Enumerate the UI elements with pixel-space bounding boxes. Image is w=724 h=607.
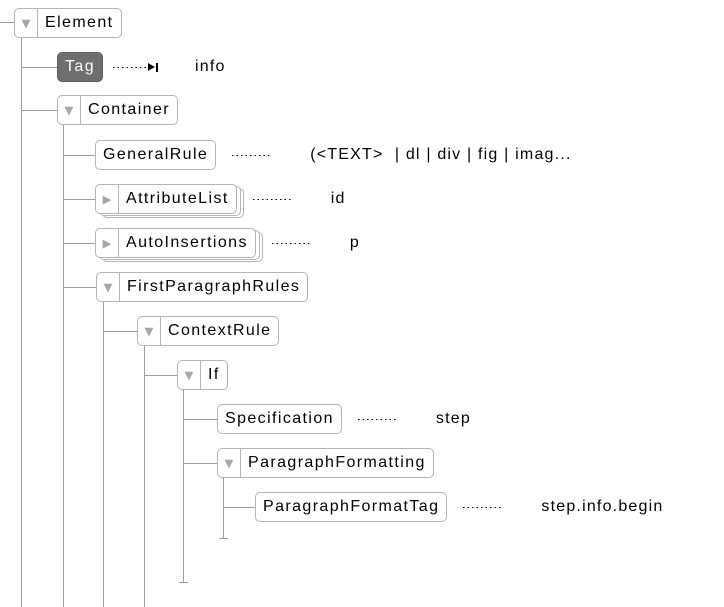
tree-connector [183, 463, 217, 464]
node-annotation: info [195, 58, 226, 75]
tree-connector [144, 375, 177, 376]
tree-node-container[interactable]: ▼ Container [57, 95, 178, 125]
annotation-leader-line [252, 198, 293, 200]
annotation-leader-line [232, 154, 273, 156]
tree-connector [63, 199, 95, 200]
tree-row: ▼ If [177, 360, 228, 390]
annotation-leader-line [271, 242, 312, 244]
triangle-down-icon[interactable]: ▼ [15, 9, 38, 37]
tree-connector [21, 67, 57, 68]
node-label: ParagraphFormatting [248, 454, 426, 471]
tree-connector [63, 155, 95, 156]
tree-connector [103, 331, 137, 332]
node-label: FirstParagraphRules [127, 278, 301, 295]
tree-node-firstparagraphrules[interactable]: ▼ FirstParagraphRules [96, 272, 309, 302]
tree-row: Tag info [57, 52, 226, 82]
tree-row: ▼ FirstParagraphRules [96, 272, 309, 302]
link-arrow-bar-icon [156, 62, 158, 72]
node-label: ContextRule [168, 322, 272, 339]
node-label: Tag [65, 58, 95, 75]
tree-branch-end-tick [179, 582, 188, 583]
node-label: Specification [225, 410, 334, 427]
tree-row: ▼ ContextRule [137, 316, 280, 346]
node-label: Container [88, 101, 170, 118]
node-annotation: p [349, 234, 360, 251]
triangle-down-icon[interactable]: ▼ [58, 96, 81, 124]
triangle-down-icon[interactable]: ▼ [97, 273, 120, 301]
node-label: ParagraphFormatTag [263, 498, 440, 515]
tree-connector [223, 507, 255, 508]
tree-branch-end-tick [219, 538, 228, 539]
tree-branch-line [63, 125, 64, 607]
tree-row: ▶ AutoInsertions p [95, 228, 360, 262]
tree-connector [0, 22, 14, 23]
tree-node-generalrule[interactable]: GeneralRule [95, 140, 217, 170]
tree-row: Specification step [217, 404, 471, 434]
tree-row: GeneralRule (<TEXT> | dl | div | fig | i… [95, 140, 572, 170]
triangle-down-icon[interactable]: ▼ [218, 449, 241, 477]
triangle-right-icon[interactable]: ▶ [96, 229, 119, 257]
tree-node-paragraphformatting[interactable]: ▼ ParagraphFormatting [217, 448, 434, 478]
node-annotation: step.info.begin [541, 498, 664, 515]
link-arrow-icon [148, 63, 155, 71]
tree-connector [183, 419, 217, 420]
tree-branch-line [144, 346, 145, 607]
tree-branch-line [103, 302, 104, 607]
tree-branch-line [21, 38, 22, 607]
tree-row: ParagraphFormatTag step.info.begin [255, 492, 663, 522]
tree-branch-line [223, 478, 224, 538]
tree-row: ▼ ParagraphFormatting [217, 448, 434, 478]
annotation-leader-line [113, 66, 147, 68]
tree-node-contextrule[interactable]: ▼ ContextRule [137, 316, 280, 346]
node-label: If [208, 366, 220, 383]
tree-row: ▼ Element [14, 8, 122, 38]
tree-node-tag[interactable]: Tag [57, 52, 103, 82]
tree-row: ▼ Container [57, 95, 178, 125]
tree-row: ▶ AttributeList id [95, 184, 346, 218]
tree-connector [63, 287, 96, 288]
tree-node-paragraphformattag[interactable]: ParagraphFormatTag [255, 492, 448, 522]
annotation-leader-line [357, 418, 398, 420]
node-annotation: id [330, 190, 346, 207]
tree-node-attributelist[interactable]: ▶ AttributeList [95, 184, 237, 214]
node-annotation: step [435, 410, 471, 427]
tree-connector [21, 110, 57, 111]
node-label: GeneralRule [103, 146, 209, 163]
node-label: AutoInsertions [126, 234, 248, 251]
node-label: AttributeList [126, 190, 229, 207]
node-label: Element [45, 14, 114, 31]
annotation-leader-line [463, 506, 504, 508]
tree-node-if[interactable]: ▼ If [177, 360, 228, 390]
triangle-down-icon[interactable]: ▼ [138, 317, 161, 345]
tree-node-element[interactable]: ▼ Element [14, 8, 122, 38]
triangle-right-icon[interactable]: ▶ [96, 185, 119, 213]
tree-node-autoinsertions[interactable]: ▶ AutoInsertions [95, 228, 256, 258]
tree-node-specification[interactable]: Specification [217, 404, 342, 434]
tree-connector [63, 243, 95, 244]
tree-branch-line [183, 390, 184, 582]
triangle-down-icon[interactable]: ▼ [178, 361, 201, 389]
node-annotation: (<TEXT> | dl | div | fig | imag... [310, 146, 572, 163]
